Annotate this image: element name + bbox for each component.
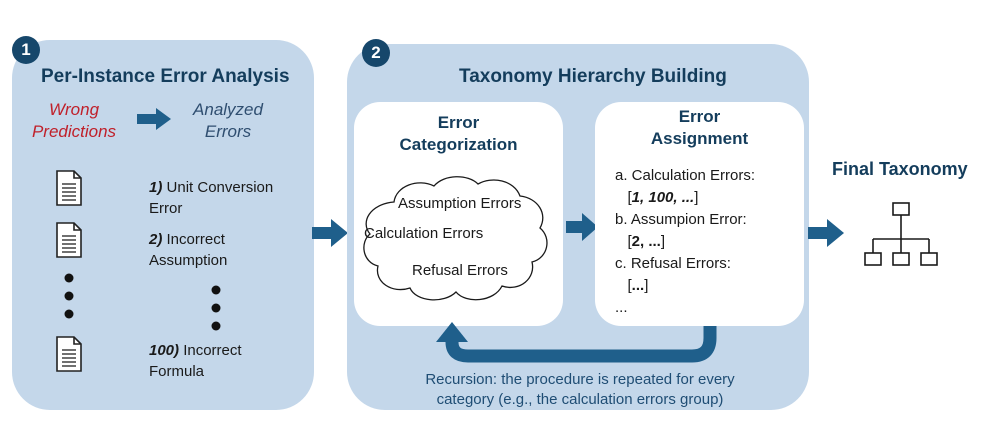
cloud-item-refusal: Refusal Errors bbox=[412, 262, 508, 279]
assignment-item-b: b. Assumpion Error: bbox=[615, 211, 747, 228]
right-arrow-icon bbox=[566, 213, 598, 241]
cloud-item-calculation: Calculation Errors bbox=[364, 225, 484, 242]
cloud-shape bbox=[363, 176, 548, 301]
error-assignment-box bbox=[595, 102, 804, 326]
ellipsis-icon bbox=[64, 273, 74, 319]
assignment-ellipsis: ... bbox=[615, 299, 628, 316]
hierarchy-icon bbox=[864, 202, 938, 266]
document-icon bbox=[56, 222, 82, 258]
error-categorization-title: Error Categorization bbox=[399, 113, 518, 154]
taxonomy-building-title: Taxonomy Hierarchy Building bbox=[459, 66, 727, 87]
document-icon bbox=[56, 336, 82, 372]
right-arrow-icon bbox=[312, 219, 348, 247]
ellipsis-icon bbox=[211, 285, 221, 331]
per-instance-title: Per-Instance Error Analysis bbox=[41, 66, 290, 87]
document-icon bbox=[56, 170, 82, 206]
cloud-item-assumption: Assumption Errors bbox=[398, 195, 522, 212]
recursion-arrow-icon bbox=[436, 322, 717, 363]
error-assignment-title: Error Assignment bbox=[650, 107, 749, 148]
instance-item-2: 2) Incorrect Assumption bbox=[149, 231, 228, 269]
step-badge-1: 1 bbox=[12, 36, 40, 64]
assignment-item-a: a. Calculation Errors: bbox=[615, 167, 756, 184]
final-taxonomy-title: Final Taxonomy bbox=[832, 159, 968, 179]
instance-item-100: 100) Incorrect Formula bbox=[149, 342, 242, 380]
assignment-list: a. Calculation Errors: [1, 100, ...] b. … bbox=[615, 165, 755, 319]
instance-item-1: 1) Unit Conversion Error bbox=[149, 179, 274, 217]
analyzed-errors-label: Analyzed Errors bbox=[193, 100, 263, 141]
assignment-item-c: c. Refusal Errors: bbox=[615, 255, 731, 272]
recursion-caption: Recursion: the procedure is repeated for… bbox=[425, 371, 735, 408]
right-arrow-icon bbox=[808, 219, 844, 247]
step-badge-2: 2 bbox=[362, 39, 390, 67]
wrong-predictions-label: Wrong Predictions bbox=[31, 100, 117, 141]
small-right-arrow-icon bbox=[137, 108, 171, 130]
